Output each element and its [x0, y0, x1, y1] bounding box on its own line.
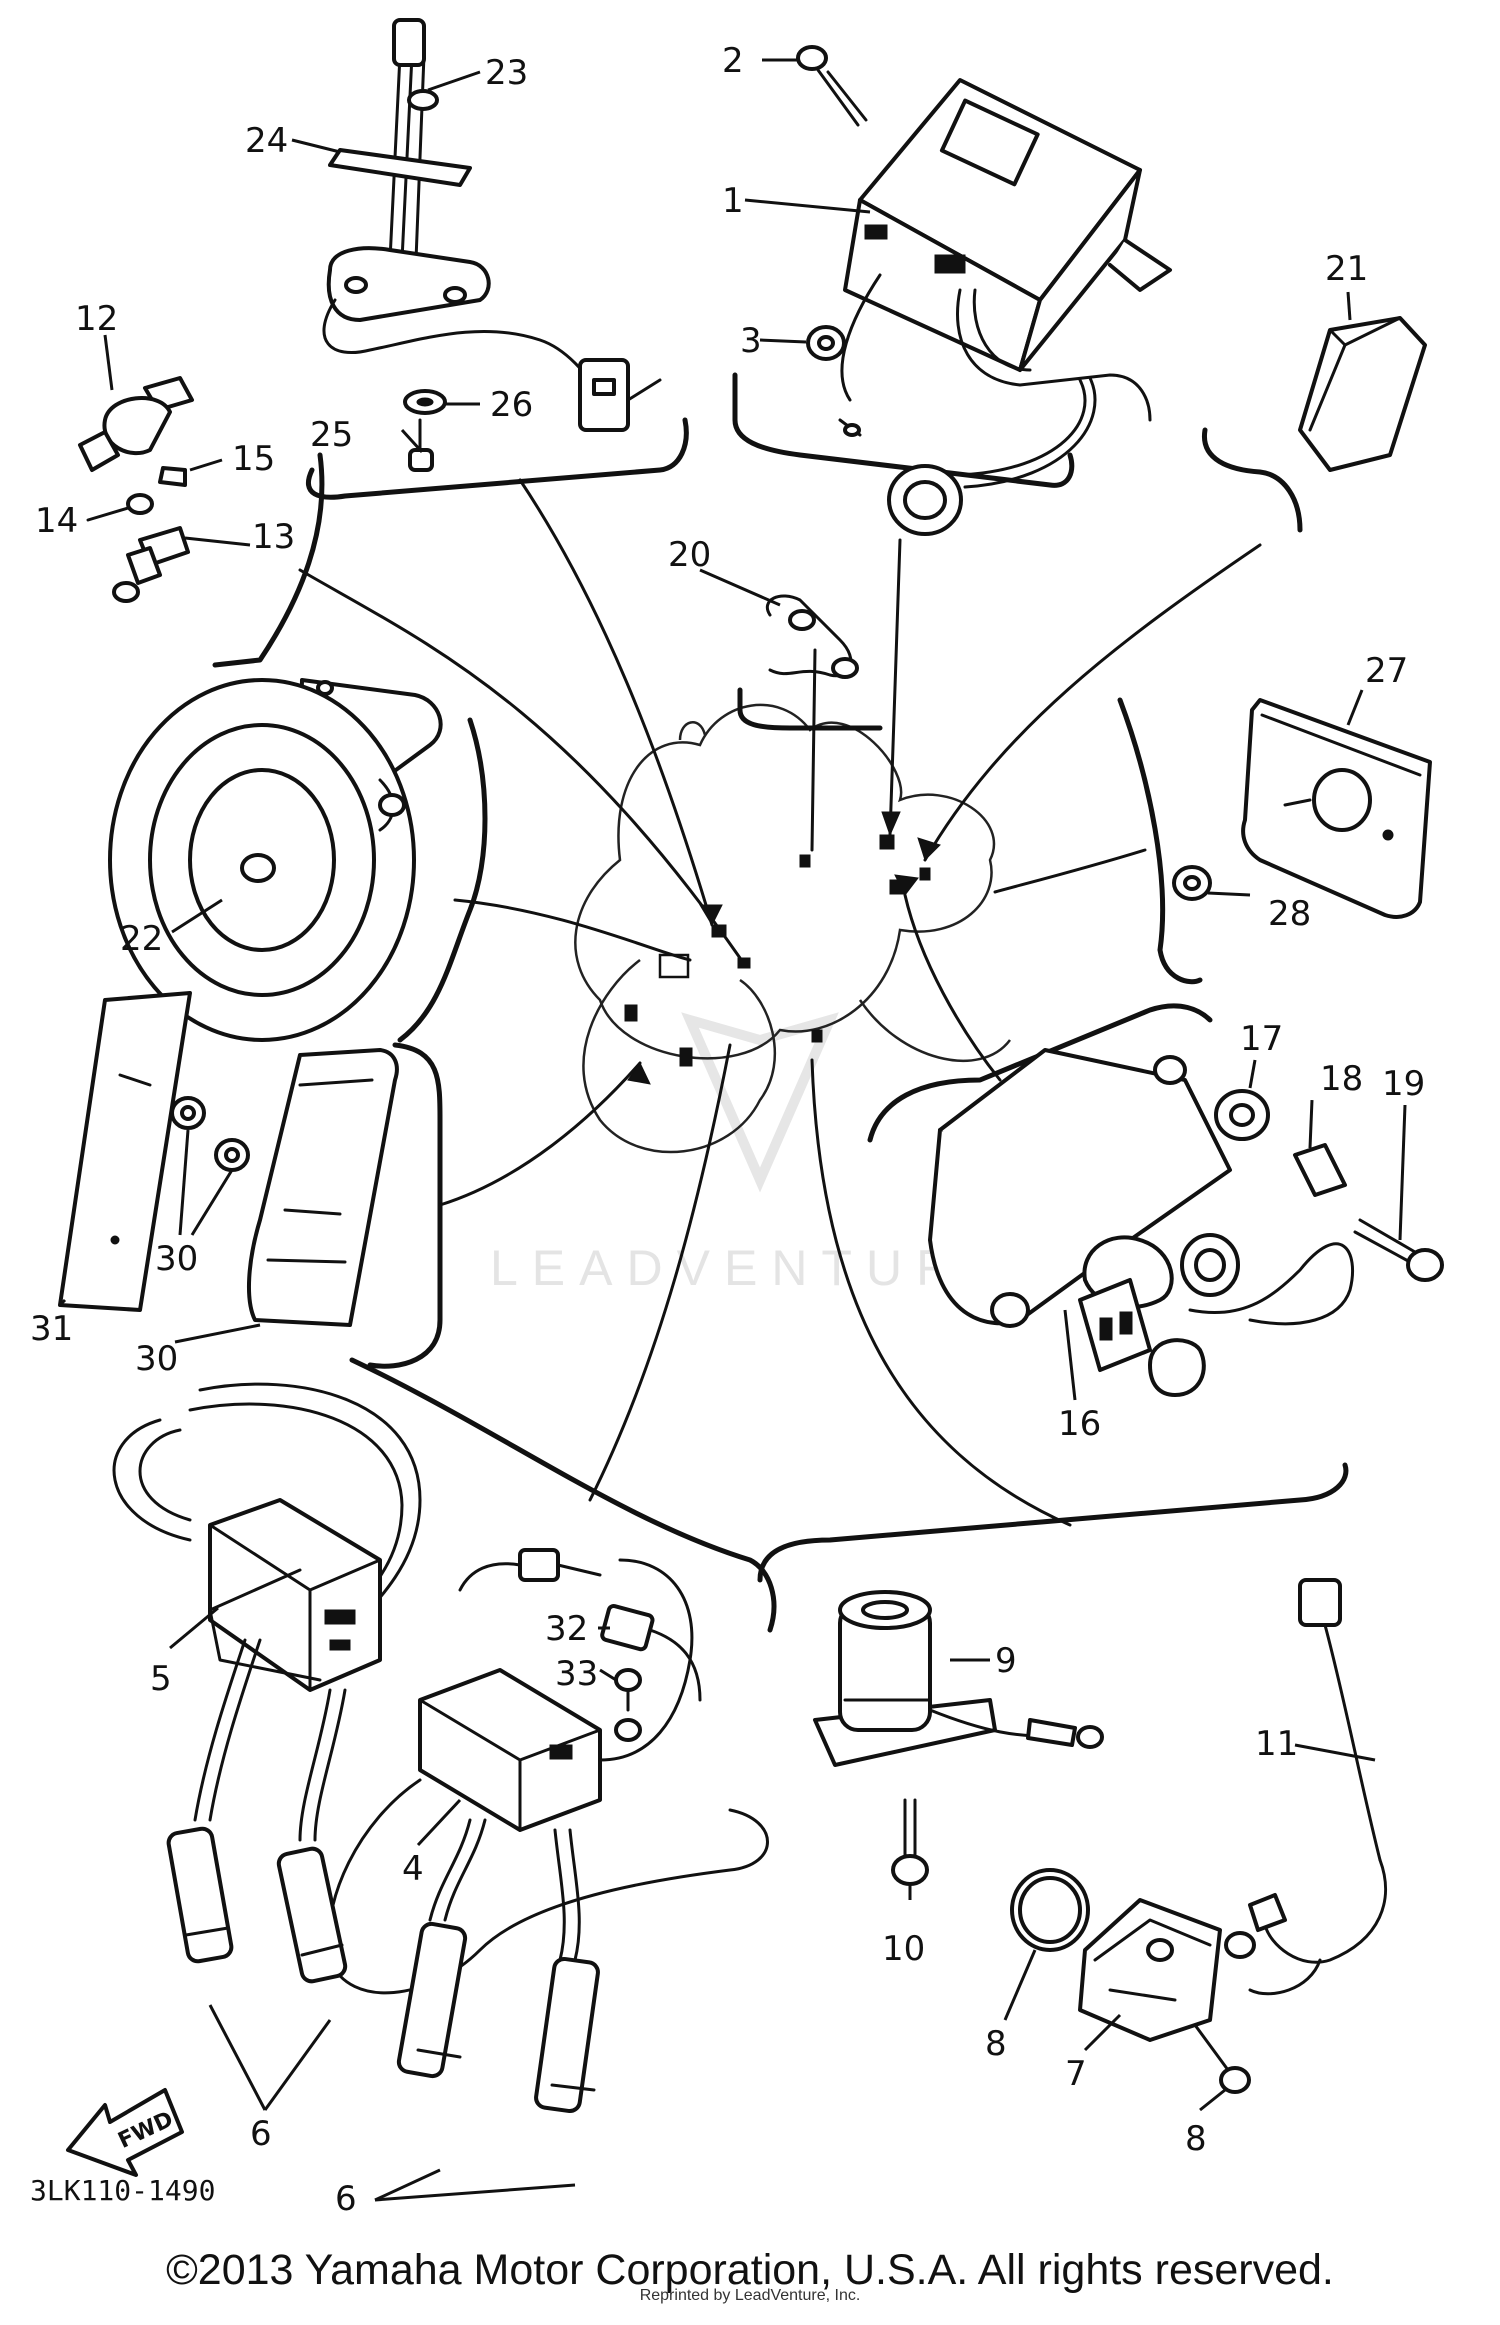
callout-26: 25: [310, 415, 353, 455]
callout-13: 12: [75, 299, 118, 339]
reflector-30-front: [247, 1048, 399, 1327]
connector-32: [600, 1604, 702, 1702]
callout-3: 3: [740, 321, 762, 361]
sender-connector: [578, 358, 662, 432]
callout-14: 13: [252, 517, 295, 557]
callout-28: 27: [1365, 651, 1408, 691]
switch-13: [78, 376, 194, 472]
ignition-coil-5: [112, 1382, 422, 1842]
watermark: LEADVENTURE: [490, 1012, 1014, 1296]
callout-23: 22: [120, 919, 163, 959]
switch-14: [112, 526, 190, 603]
fuel-sender-unit: [322, 18, 607, 402]
horn-23: [108, 678, 443, 1042]
screw-26: [408, 418, 434, 472]
callout-9: 8: [1185, 2119, 1207, 2159]
callout-2: 2: [722, 41, 744, 81]
callout-29: 28: [1268, 894, 1311, 934]
callout-24: 23: [485, 53, 528, 93]
cover-plate-7: [1078, 1898, 1222, 2042]
copyright-notice: ©2013 Yamaha Motor Corporation, U.S.A. A…: [166, 2246, 1334, 2294]
callout-25: 24: [245, 121, 288, 161]
cdi-unit: [838, 78, 1172, 536]
leader-lines: [58, 58, 1407, 2202]
nuts-31: [170, 1096, 250, 1172]
callout-7: 7: [1065, 2054, 1087, 2094]
starter-relay-17: [928, 1048, 1355, 1397]
callout-5: 5: [150, 1659, 172, 1699]
coil-connector: [458, 1548, 602, 1592]
nut-3: [806, 325, 846, 361]
callout-33: 33: [555, 1654, 598, 1694]
bolt-11: [891, 1798, 929, 1886]
bolt-20: [1353, 1218, 1444, 1282]
callout-30b: 30: [135, 1339, 178, 1379]
callout-17: 16: [1058, 1404, 1101, 1444]
diagram-code: 3LK110-1490: [30, 2174, 215, 2207]
screw-9: [1193, 2023, 1251, 2094]
callout-6b: 6: [335, 2179, 357, 2219]
callout-labels: 2 1 3 23 24 26 25 12 15 14 13 20 21 27 2…: [30, 41, 1425, 2219]
watermark-text: LEADVENTURE: [490, 1240, 1014, 1296]
callout-16: 15: [232, 439, 275, 479]
collar-19: [1293, 1143, 1347, 1197]
screw-33: [614, 1668, 642, 1742]
relay-22: [1298, 316, 1427, 472]
callout-30a: 31: [30, 1309, 73, 1349]
o-ring-8: [1010, 1868, 1090, 1952]
tail-light-28: [1241, 698, 1432, 919]
callout-22: 21: [1325, 249, 1368, 289]
callout-1: 1: [722, 181, 744, 221]
screw-15: [86, 493, 154, 522]
nut-29: [1172, 865, 1212, 901]
grommet-18: [1214, 1089, 1270, 1141]
washer-27: [403, 389, 447, 415]
callout-18: 17: [1240, 1019, 1283, 1059]
callout-31: 30: [155, 1239, 198, 1279]
clip-16: [158, 466, 187, 487]
callout-21: 20: [668, 535, 711, 575]
callout-19: 18: [1320, 1059, 1363, 1099]
plug-caps-6: [166, 1826, 600, 2114]
ignition-coil-4: [327, 1558, 769, 1995]
callout-10: 9: [995, 1641, 1017, 1681]
bolt-2: [796, 45, 868, 127]
callout-6a: 6: [250, 2114, 272, 2154]
callout-27: 26: [490, 385, 533, 425]
lead-12: [1224, 1578, 1388, 1996]
fwd-arrow: FWD: [66, 2088, 184, 2177]
callout-32: 32: [545, 1609, 588, 1649]
callout-12: 11: [1255, 1724, 1298, 1764]
group-brackets: [212, 372, 1349, 1633]
engine-outline: [574, 703, 1011, 1154]
reflector-30-rear: [58, 991, 192, 1312]
callout-11: 10: [882, 1929, 925, 1969]
sensor-10: [813, 1590, 1104, 1767]
clamp-21: [766, 594, 859, 679]
callout-20: 19: [1382, 1064, 1425, 1104]
callout-15: 14: [35, 501, 78, 541]
callout-8: 8: [985, 2024, 1007, 2064]
callout-4: 4: [402, 1849, 424, 1889]
reprint-note: Reprinted by LeadVenture, Inc.: [639, 2287, 861, 2304]
